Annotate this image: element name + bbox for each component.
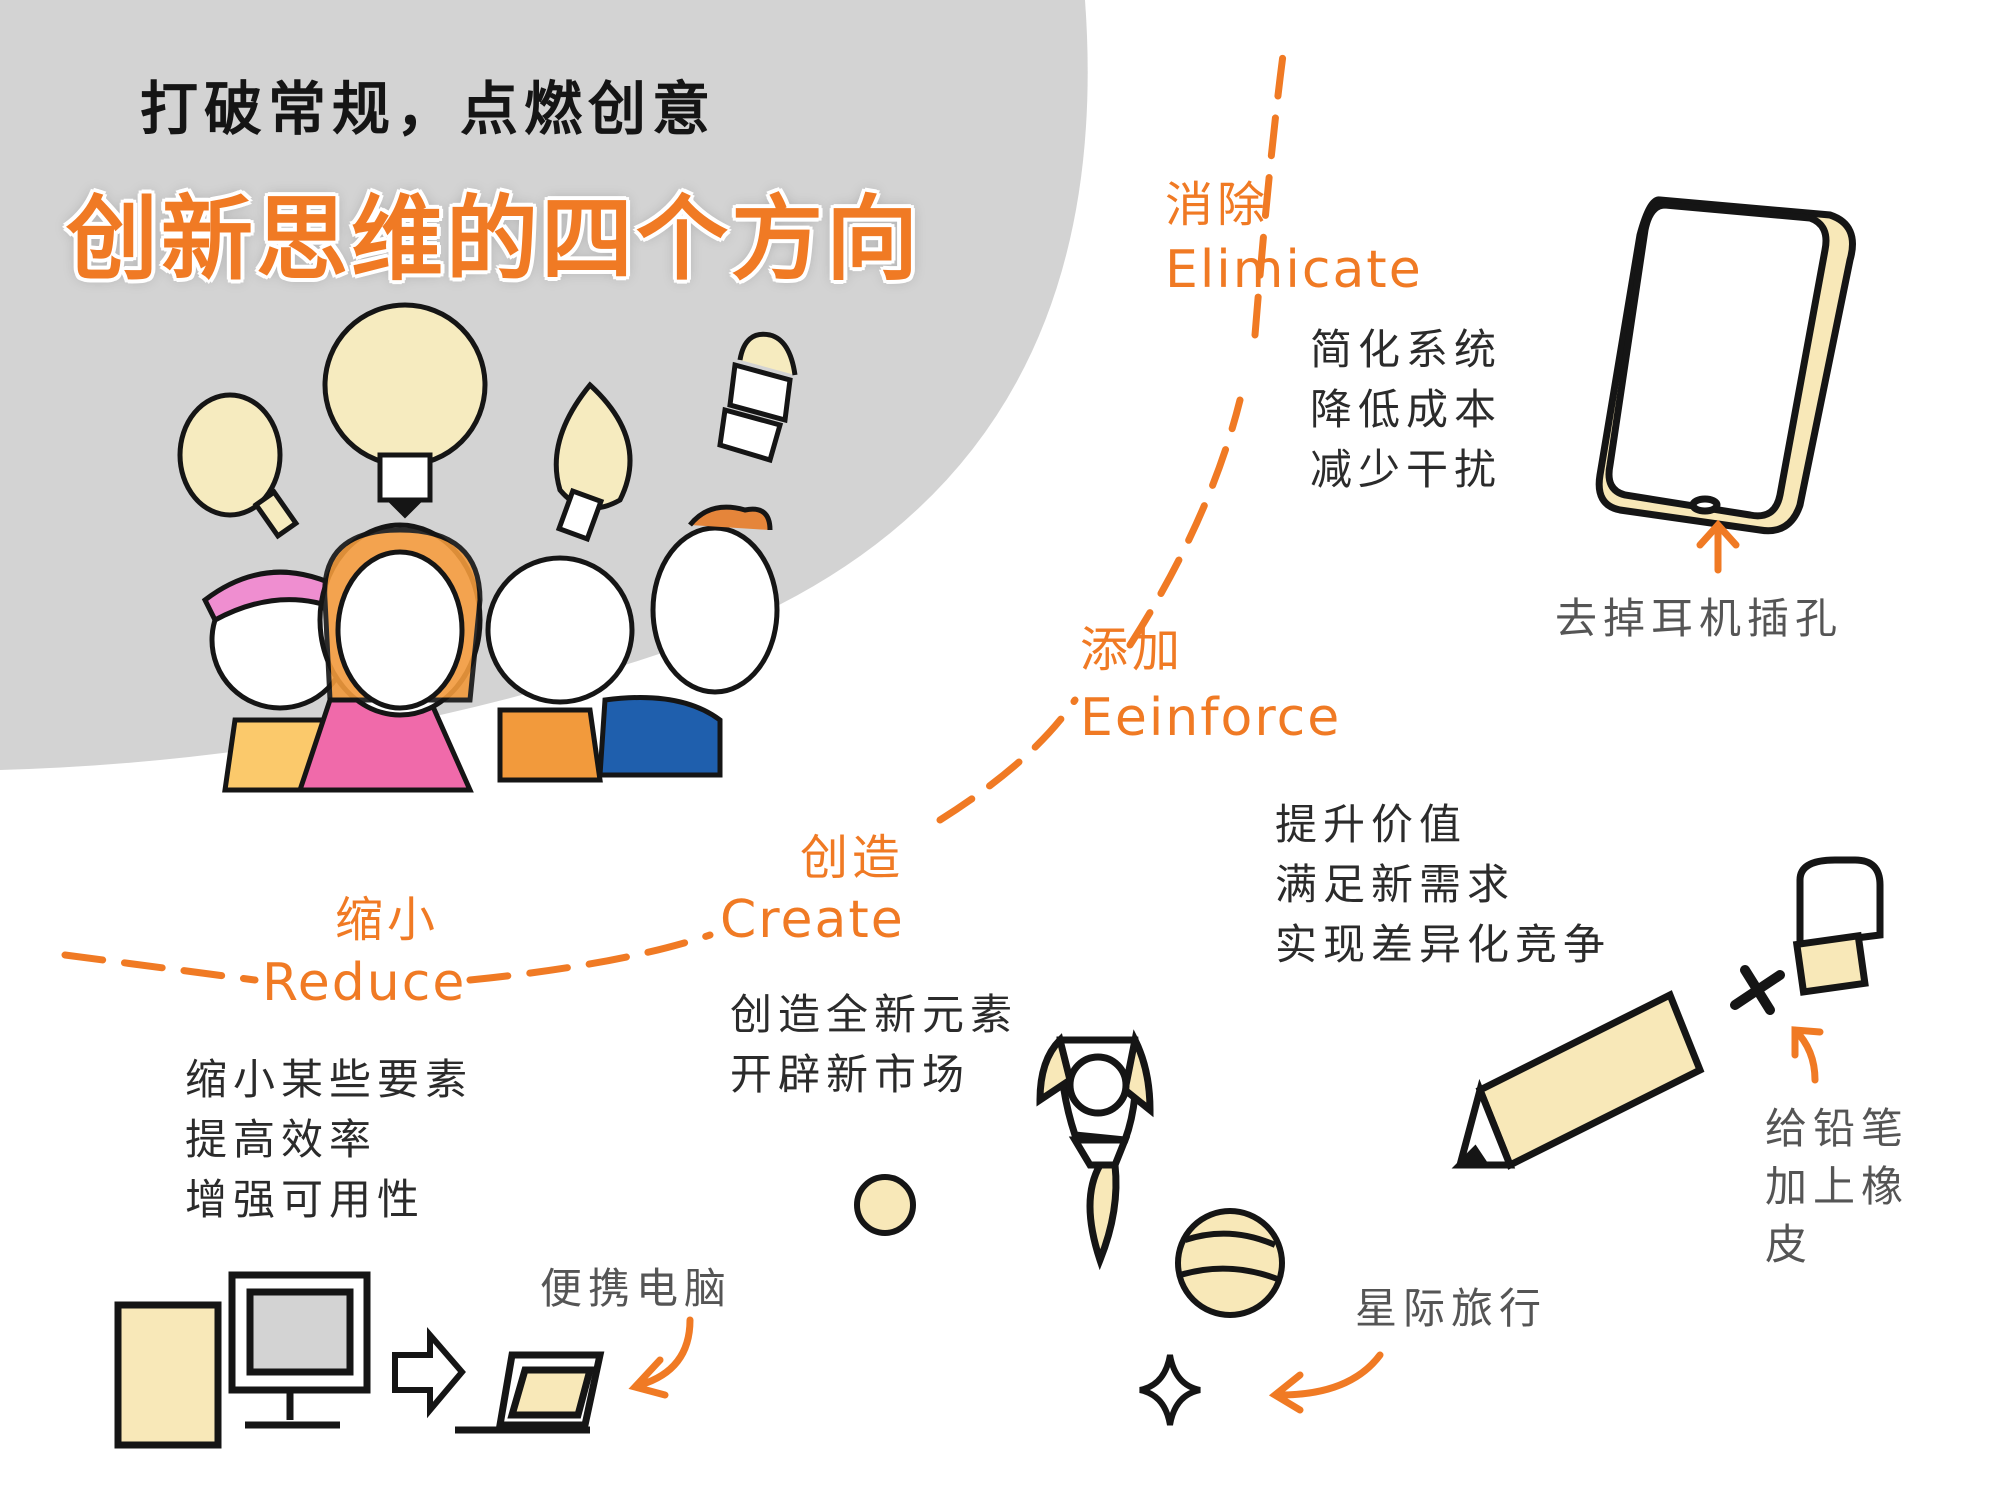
reduce-points: 缩小某些要素 提高效率 增强可用性 [185,1050,473,1230]
list-item: 减少干扰 [1310,445,1503,494]
pencil-icon [1451,990,1705,1170]
reinforce-zh-label: 添加 [1080,622,1185,678]
list-item: 提高效率 [185,1115,378,1164]
create-example-label: 星际旅行 [1355,1284,1548,1333]
plus-sign [1730,965,1785,1015]
eliminate-en-label: Elimicate [1165,240,1423,300]
travel-arrow [1268,1351,1384,1414]
list-item: 开辟新市场 [730,1050,971,1099]
earphone-arrow [1696,519,1740,574]
eliminate-points: 简化系统 降低成本 减少干扰 [1310,320,1502,500]
list-item: 降低成本 [1310,385,1503,434]
page-subtitle: 打破常规，点燃创意 [140,75,717,143]
desktop-computer-icon [114,1271,371,1449]
list-item: 实现差异化竞争 [1275,920,1612,969]
reinforce-example-label: 给铅笔加上橡皮 [1765,1104,1910,1269]
create-zh-label: 创造 [800,830,905,886]
eraser-icon [1792,856,1884,996]
page-title: 创新思维的四个方向 [66,186,922,293]
create-points: 创造全新元素 开辟新市场 [730,985,1018,1105]
smartphone-icon [1595,196,1856,535]
reinforce-points: 提升价值 满足新需求 实现差异化竞争 [1275,795,1611,975]
list-item: 提升价值 [1275,800,1468,849]
eliminate-example-label: 去掉耳机插孔 [1555,594,1844,643]
people-group-icon [201,504,780,793]
lightbulb-icon [177,302,798,543]
list-item: 创造全新元素 [730,990,1019,1039]
reduce-en-label: Reduce [262,953,467,1013]
list-item: 增强可用性 [185,1175,426,1224]
rocket-icon [1036,1029,1154,1271]
transform-arrow [392,1326,466,1419]
eraser-arrow [1791,1026,1824,1084]
laptop-icon [455,1351,605,1434]
reduce-zh-label: 缩小 [335,892,440,948]
planet-icon [854,1174,1285,1318]
create-en-label: Create [720,890,905,950]
eliminate-zh-label: 消除 [1165,177,1270,233]
growth-curve [61,36,1289,984]
list-item: 缩小某些要素 [185,1055,474,1104]
list-item: 简化系统 [1310,325,1503,374]
reinforce-en-label: Eeinforce [1080,688,1342,748]
list-item: 满足新需求 [1275,860,1516,909]
star-icon [1139,1354,1201,1426]
reduce-example-label: 便携电脑 [540,1264,733,1313]
laptop-arrow [628,1316,694,1399]
